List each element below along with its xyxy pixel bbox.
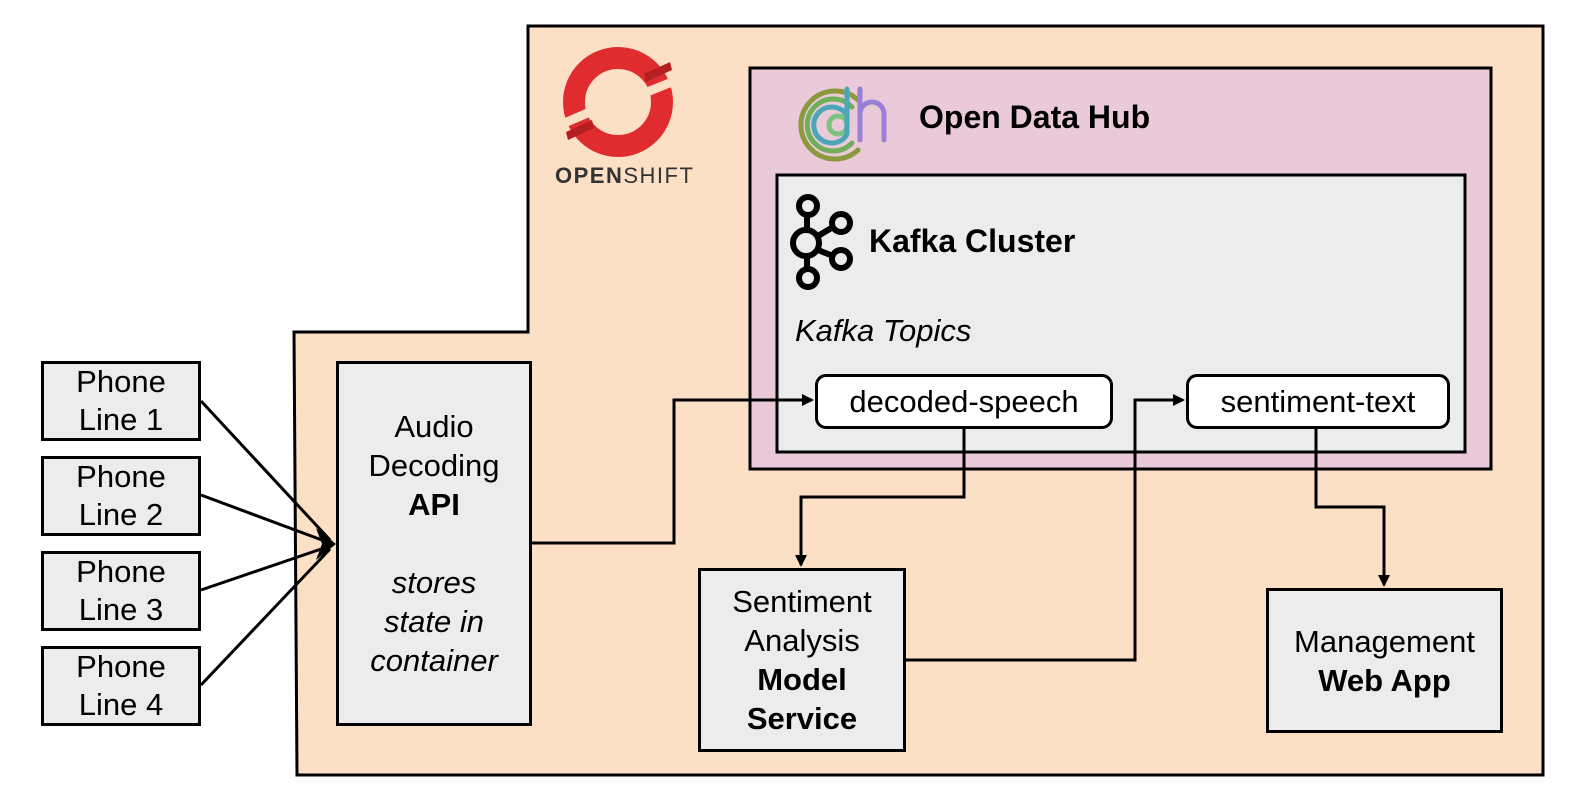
openshift-wordmark-light: SHIFT [623, 163, 695, 188]
connector-sentiment-to-sentiment-text [906, 394, 1185, 662]
audio-decoding-api: Audio Decoding API stores state in conta… [336, 361, 532, 726]
kafka-icon [790, 194, 853, 290]
management-line-2: Web App [1318, 662, 1451, 698]
phone-line-label: Phone [76, 459, 166, 494]
phone-line-number: Line 1 [78, 402, 164, 437]
api-note-1: stores [391, 565, 477, 600]
api-line-3: API [408, 487, 460, 522]
openshift-wordmark: OPENSHIFT [555, 163, 694, 189]
management-line-1: Management [1294, 623, 1475, 659]
phone-line-3: Phone Line 3 [41, 551, 201, 631]
connector-decoded-speech-to-sentiment [795, 427, 966, 567]
topic-label: decoded-speech [849, 383, 1079, 419]
phone-line-label: Phone [76, 649, 166, 684]
phone-line-number: Line 3 [78, 592, 164, 627]
sentiment-analysis-service: Sentiment Analysis Model Service [698, 568, 906, 752]
topic-decoded-speech: decoded-speech [815, 374, 1113, 429]
management-web-app: Management Web App [1266, 588, 1503, 733]
phone-connector-arrowhead [316, 528, 336, 560]
phone-line-label: Phone [76, 364, 166, 399]
phone-line-1: Phone Line 1 [41, 361, 201, 441]
kafka-cluster-title: Kafka Cluster [869, 223, 1076, 259]
phone-line-label: Phone [76, 554, 166, 589]
api-spacer [430, 524, 439, 563]
api-line-1: Audio [394, 409, 474, 444]
kafka-topics-label: Kafka Topics [795, 313, 972, 348]
phone-line-number: Line 4 [78, 687, 164, 722]
sentiment-line-1: Sentiment [732, 584, 872, 619]
sentiment-line-2: Analysis [744, 623, 860, 658]
connector-sentiment-text-to-management [1314, 427, 1390, 587]
api-line-2: Decoding [368, 448, 500, 483]
openshift-wordmark-bold: OPEN [555, 163, 624, 188]
phone-line-2: Phone Line 2 [41, 456, 201, 536]
phone-connectors [199, 399, 332, 687]
open-data-hub-title: Open Data Hub [919, 99, 1151, 135]
openshift-logo [560, 47, 679, 157]
sentiment-line-4: Service [746, 701, 858, 736]
api-note-3: container [370, 643, 498, 678]
api-note-2: state in [384, 604, 484, 639]
connector-api-to-decoded-speech [531, 394, 814, 545]
sentiment-line-3: Model [757, 662, 847, 697]
topic-sentiment-text: sentiment-text [1186, 374, 1450, 429]
phone-line-4: Phone Line 4 [41, 646, 201, 726]
phone-line-number: Line 2 [78, 497, 164, 532]
open-data-hub-logo [798, 86, 887, 162]
topic-label: sentiment-text [1220, 383, 1416, 419]
